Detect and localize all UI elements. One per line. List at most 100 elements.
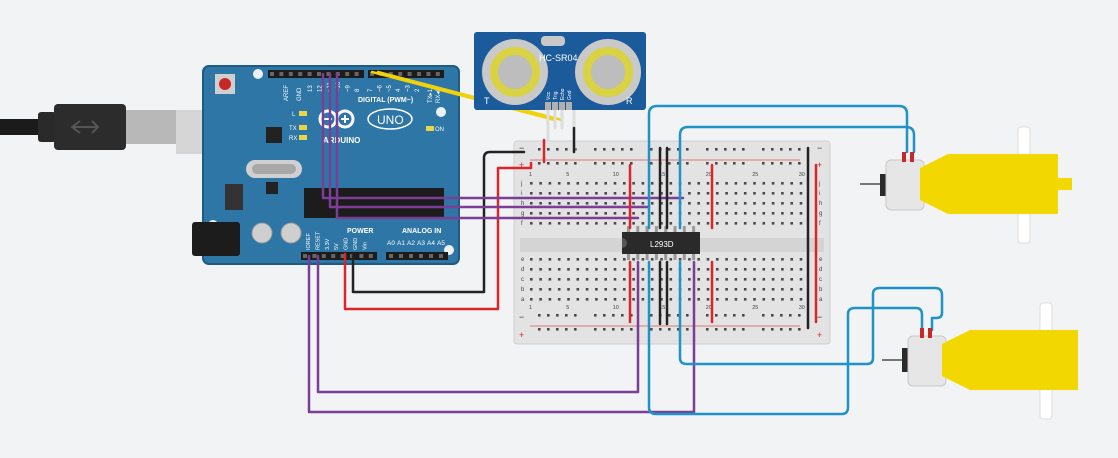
breadboard-hole[interactable] bbox=[771, 268, 775, 271]
wires[interactable] bbox=[307, 70, 944, 416]
rail-hole[interactable] bbox=[603, 314, 606, 317]
breadboard-hole[interactable] bbox=[734, 212, 738, 215]
breadboard-hole[interactable] bbox=[762, 258, 766, 261]
breadboard-hole[interactable] bbox=[771, 222, 775, 225]
breadboard-hole[interactable] bbox=[790, 268, 793, 271]
rail-hole[interactable] bbox=[733, 314, 736, 317]
rail-hole[interactable] bbox=[798, 328, 801, 331]
power-pin-hole[interactable] bbox=[331, 254, 336, 258]
breadboard-hole[interactable] bbox=[595, 268, 598, 271]
breadboard-hole[interactable] bbox=[613, 202, 617, 205]
breadboard-hole[interactable] bbox=[790, 212, 793, 215]
breadboard-hole[interactable] bbox=[725, 182, 728, 185]
breadboard-hole[interactable] bbox=[781, 202, 784, 205]
breadboard-hole[interactable] bbox=[595, 258, 598, 261]
breadboard-hole[interactable] bbox=[623, 258, 626, 261]
breadboard-hole[interactable] bbox=[548, 288, 552, 291]
breadboard-hole[interactable] bbox=[604, 202, 607, 205]
breadboard-hole[interactable] bbox=[632, 212, 635, 215]
rail-hole[interactable] bbox=[715, 314, 718, 317]
breadboard-hole[interactable] bbox=[539, 202, 542, 205]
breadboard-hole[interactable] bbox=[604, 278, 607, 281]
breadboard-hole[interactable] bbox=[623, 288, 626, 291]
rail-hole[interactable] bbox=[538, 328, 541, 331]
rail-hole[interactable] bbox=[780, 328, 783, 331]
breadboard-hole[interactable] bbox=[688, 268, 691, 271]
rail-hole[interactable] bbox=[650, 162, 653, 165]
power-pin-hole[interactable] bbox=[321, 254, 326, 258]
rail-hole[interactable] bbox=[706, 328, 709, 331]
breadboard-hole[interactable] bbox=[753, 182, 756, 185]
breadboard-hole[interactable] bbox=[781, 288, 784, 291]
rail-hole[interactable] bbox=[686, 314, 689, 317]
rail-hole[interactable] bbox=[789, 162, 792, 165]
rail-hole[interactable] bbox=[547, 314, 550, 317]
breadboard-hole[interactable] bbox=[716, 192, 719, 195]
wire-blue-motor1-a[interactable] bbox=[647, 104, 909, 230]
rail-hole[interactable] bbox=[771, 328, 774, 331]
digital-pin-hole[interactable] bbox=[298, 72, 303, 76]
breadboard-hole[interactable] bbox=[539, 258, 542, 261]
breadboard-hole[interactable] bbox=[660, 278, 663, 281]
breadboard-hole[interactable] bbox=[557, 212, 561, 215]
breadboard-hole[interactable] bbox=[697, 288, 700, 291]
breadboard-hole[interactable] bbox=[604, 192, 607, 195]
rail-hole[interactable] bbox=[565, 148, 568, 151]
breadboard-hole[interactable] bbox=[660, 268, 663, 271]
breadboard-hole[interactable] bbox=[585, 192, 589, 195]
rail-hole[interactable] bbox=[724, 314, 727, 317]
breadboard-hole[interactable] bbox=[781, 212, 784, 215]
breadboard-hole[interactable] bbox=[530, 222, 533, 225]
rail-hole[interactable] bbox=[621, 162, 624, 165]
breadboard-hole[interactable] bbox=[604, 268, 607, 271]
rail-hole[interactable] bbox=[556, 148, 559, 151]
rail-hole[interactable] bbox=[686, 328, 689, 331]
breadboard-hole[interactable] bbox=[762, 192, 766, 195]
analog-pin-hole[interactable] bbox=[429, 254, 433, 258]
breadboard-hole[interactable] bbox=[734, 182, 738, 185]
rail-hole[interactable] bbox=[742, 162, 745, 165]
breadboard-hole[interactable] bbox=[585, 212, 589, 215]
rail-hole[interactable] bbox=[798, 162, 801, 165]
breadboard-hole[interactable] bbox=[762, 202, 766, 205]
breadboard-hole[interactable] bbox=[743, 182, 747, 185]
breadboard-hole[interactable] bbox=[641, 288, 645, 291]
breadboard-hole[interactable] bbox=[604, 298, 607, 301]
rail-hole[interactable] bbox=[789, 314, 792, 317]
wire-purple-4[interactable] bbox=[316, 254, 640, 394]
breadboard-hole[interactable] bbox=[623, 222, 626, 225]
analog-pin-hole[interactable] bbox=[439, 254, 443, 258]
breadboard-hole[interactable] bbox=[632, 202, 635, 205]
breadboard-hole[interactable] bbox=[725, 298, 728, 301]
breadboard-hole[interactable] bbox=[632, 192, 635, 195]
breadboard-hole[interactable] bbox=[567, 182, 570, 185]
breadboard-hole[interactable] bbox=[781, 192, 784, 195]
breadboard-hole[interactable] bbox=[688, 288, 691, 291]
breadboard-hole[interactable] bbox=[743, 192, 747, 195]
breadboard-hole[interactable] bbox=[585, 182, 589, 185]
breadboard-hole[interactable] bbox=[567, 288, 570, 291]
rail-hole[interactable] bbox=[742, 328, 745, 331]
breadboard-hole[interactable] bbox=[641, 192, 645, 195]
breadboard-hole[interactable] bbox=[548, 212, 552, 215]
breadboard-hole[interactable] bbox=[762, 222, 766, 225]
rail-hole[interactable] bbox=[733, 328, 736, 331]
breadboard-hole[interactable] bbox=[753, 202, 756, 205]
breadboard-hole[interactable] bbox=[688, 192, 691, 195]
breadboard-hole[interactable] bbox=[623, 298, 626, 301]
analog-pin-hole[interactable] bbox=[399, 254, 403, 258]
breadboard-hole[interactable] bbox=[697, 298, 700, 301]
breadboard-hole[interactable] bbox=[725, 222, 728, 225]
breadboard-hole[interactable] bbox=[650, 298, 654, 301]
digital-pin-hole[interactable] bbox=[270, 72, 274, 76]
breadboard-hole[interactable] bbox=[641, 202, 645, 205]
breadboard-hole[interactable] bbox=[697, 182, 700, 185]
breadboard-hole[interactable] bbox=[753, 222, 756, 225]
breadboard-hole[interactable] bbox=[762, 268, 766, 271]
rail-hole[interactable] bbox=[612, 162, 615, 165]
breadboard-hole[interactable] bbox=[725, 202, 728, 205]
rail-hole[interactable] bbox=[556, 162, 559, 165]
breadboard-hole[interactable] bbox=[557, 222, 561, 225]
rail-hole[interactable] bbox=[603, 328, 606, 331]
